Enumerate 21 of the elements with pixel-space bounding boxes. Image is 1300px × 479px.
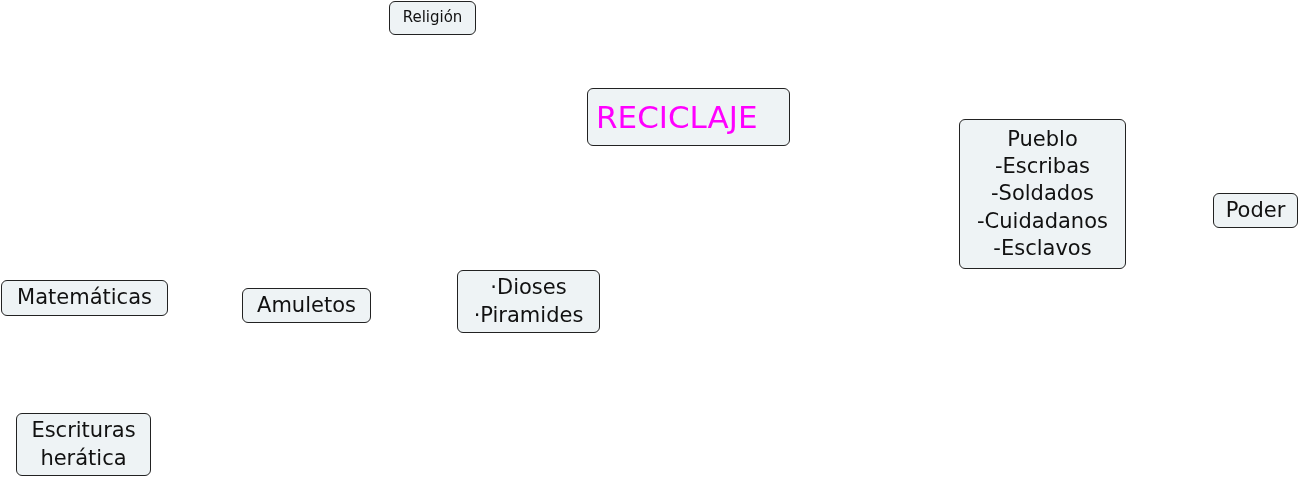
concept-box [959,119,1126,269]
node-text: Escrituras herática [30,417,137,472]
concept-box [457,270,600,333]
node-text: -Esclavos [993,234,1092,262]
node-text: -Cuidadanos [977,207,1108,235]
node-text: -Soldados [991,180,1094,208]
node-text: RECICLAJE [596,97,758,137]
node-text: ·Piramides [473,301,584,329]
concept-box [389,1,476,35]
node-text: Religión [402,8,463,28]
node-text: Pueblo [1007,125,1078,153]
node-text: Amuletos [257,291,356,319]
node-text: Matemáticas [17,284,152,312]
concept-box [587,88,790,146]
concept-box [1,280,168,316]
node-text: Poder [1225,196,1286,224]
concept-box [242,288,371,323]
concept-box [1213,193,1298,228]
node-text: ·Dioses [490,274,567,302]
concept-box [16,413,151,476]
node-text: -Escribas [995,153,1090,181]
